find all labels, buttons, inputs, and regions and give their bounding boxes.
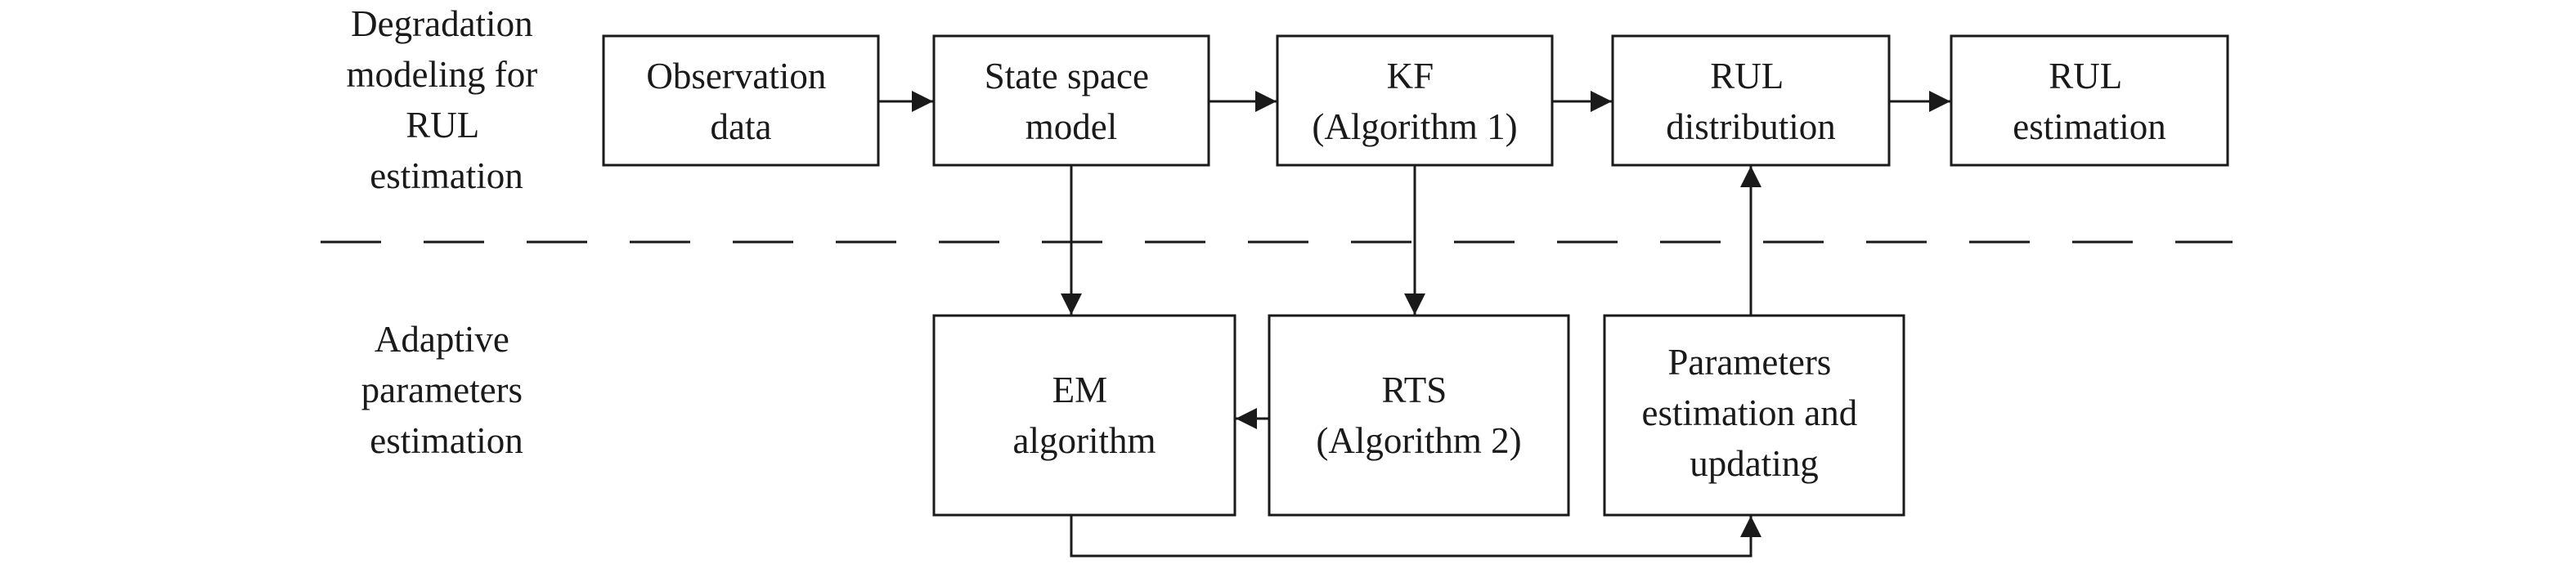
svg-text:Observation data: Observation data xyxy=(646,56,835,147)
box-rts-algorithm-2: RTS (Algorithm 2) xyxy=(1268,314,1570,517)
row-label-degradation-modeling: Degradation modeling for RUL estimation xyxy=(347,3,547,196)
svg-text:RUL distribution: RUL distribution xyxy=(1666,56,1836,147)
arrow-em-to-parameters xyxy=(1070,515,1761,558)
box-rul-distribution: RUL distribution xyxy=(1611,34,1891,167)
svg-text:KF (Algorithm 1): KF (Algorithm 1) xyxy=(1312,56,1517,147)
row-label-adaptive-parameters: Adaptive parameters estimation xyxy=(361,319,532,461)
svg-text:RTS (Algorithm 2): RTS (Algorithm 2) xyxy=(1316,370,1521,461)
svg-text:State space model: State space model xyxy=(985,56,1158,147)
svg-text:EM algorithm: EM algorithm xyxy=(1013,370,1156,461)
box-state-space-model: State space model xyxy=(932,34,1210,167)
box-parameters-estimation-updating: Parameters estimation and updating xyxy=(1603,314,1905,517)
box-em-algorithm: EM algorithm xyxy=(932,314,1236,517)
svg-text:Parameters estimation an: Parameters estimation and updating xyxy=(1642,342,1867,484)
box-rul-estimation: RUL estimation xyxy=(1950,34,2229,167)
box-kf-algorithm-1: KF (Algorithm 1) xyxy=(1276,34,1554,167)
svg-text:RUL estimation: RUL estimation xyxy=(2013,56,2165,147)
box-observation-data: Observation data xyxy=(602,34,880,167)
